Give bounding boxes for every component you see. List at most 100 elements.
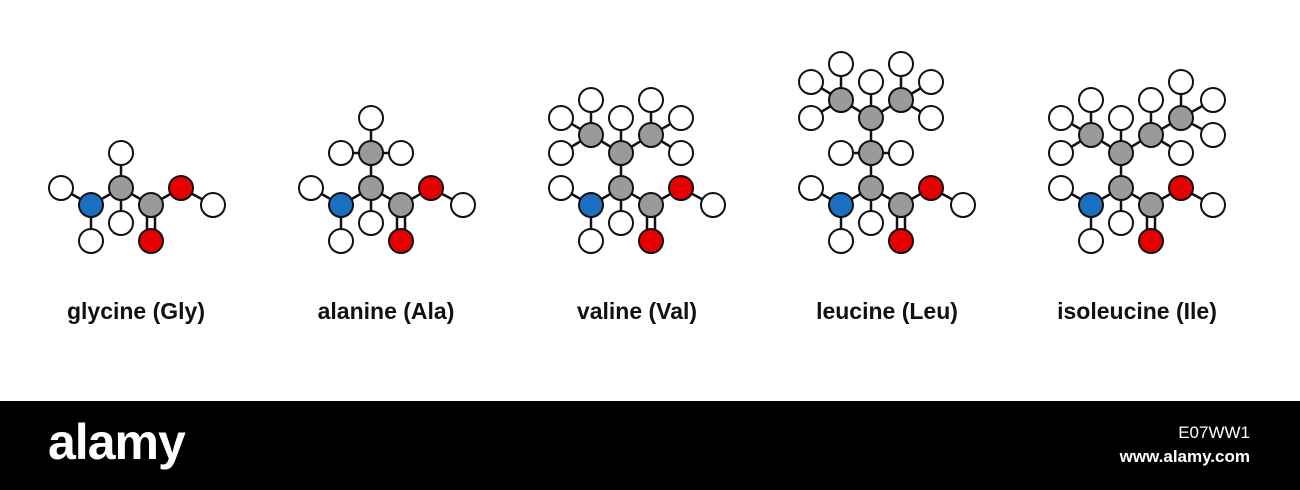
carbon-atom [638, 192, 664, 218]
carbon-atom [578, 122, 604, 148]
oxygen-atom [918, 175, 944, 201]
hydrogen-atom [668, 140, 694, 166]
label-valine: valine (Val) [576, 298, 698, 324]
diagram-canvas: glycine (Gly) alanine (Ala) valine (Val)… [48, 51, 1226, 324]
hydrogen-atom [828, 51, 854, 77]
label-isoleucine: isoleucine (Ile) [1057, 298, 1217, 324]
hydrogen-atom [1200, 122, 1226, 148]
hydrogen-atom [668, 105, 694, 131]
carbon-atom [828, 87, 854, 113]
hydrogen-atom [388, 140, 414, 166]
carbon-atom [388, 192, 414, 218]
carbon-atom [358, 140, 384, 166]
nitrogen-atom [828, 192, 854, 218]
hydrogen-atom [1048, 105, 1074, 131]
hydrogen-atom [798, 175, 824, 201]
hydrogen-atom [548, 140, 574, 166]
hydrogen-atom [1168, 140, 1194, 166]
hydrogen-atom [1200, 87, 1226, 113]
hydrogen-atom [950, 192, 976, 218]
hydrogen-atom [1138, 87, 1164, 113]
nitrogen-atom [1078, 192, 1104, 218]
oxygen-atom [388, 228, 414, 254]
carbon-atom [358, 175, 384, 201]
hydrogen-atom [1108, 105, 1134, 131]
oxygen-atom [888, 228, 914, 254]
hydrogen-atom [200, 192, 226, 218]
molecule-gly [48, 140, 226, 254]
carbon-atom [108, 175, 134, 201]
carbon-atom [1138, 192, 1164, 218]
hydrogen-atom [858, 69, 884, 95]
hydrogen-atom [578, 87, 604, 113]
nitrogen-atom [328, 192, 354, 218]
hydrogen-atom [1078, 87, 1104, 113]
molecule-val [548, 87, 726, 254]
label-glycine: glycine (Gly) [66, 298, 206, 324]
hydrogen-atom [1048, 175, 1074, 201]
hydrogen-atom [358, 105, 384, 131]
hydrogen-atom [828, 228, 854, 254]
hydrogen-atom [1108, 210, 1134, 236]
hydrogen-atom [798, 105, 824, 131]
hydrogen-atom [1200, 192, 1226, 218]
molecule-leu [798, 51, 976, 254]
hydrogen-atom [638, 87, 664, 113]
carbon-atom [858, 105, 884, 131]
oxygen-atom [668, 175, 694, 201]
carbon-atom [858, 140, 884, 166]
hydrogen-atom [108, 140, 134, 166]
carbon-atom [1078, 122, 1104, 148]
hydrogen-atom [48, 175, 74, 201]
hydrogen-atom [548, 175, 574, 201]
hydrogen-atom [548, 105, 574, 131]
oxygen-atom [1168, 175, 1194, 201]
oxygen-atom [138, 228, 164, 254]
molecule-diagrams [48, 51, 1226, 254]
molecule-ala [298, 105, 476, 254]
hydrogen-atom [918, 69, 944, 95]
hydrogen-atom [78, 228, 104, 254]
oxygen-atom [1138, 228, 1164, 254]
hydrogen-atom [358, 210, 384, 236]
hydrogen-atom [328, 140, 354, 166]
label-alanine: alanine (Ala) [317, 298, 455, 324]
hydrogen-atom [298, 175, 324, 201]
hydrogen-atom [608, 105, 634, 131]
oxygen-atom [418, 175, 444, 201]
nitrogen-atom [578, 192, 604, 218]
carbon-atom [1108, 175, 1134, 201]
carbon-atom [608, 140, 634, 166]
hydrogen-atom [888, 51, 914, 77]
hydrogen-atom [450, 192, 476, 218]
label-leucine: leucine (Leu) [816, 298, 958, 324]
hydrogen-atom [578, 228, 604, 254]
hydrogen-atom [328, 228, 354, 254]
hydrogen-atom [1048, 140, 1074, 166]
hydrogen-atom [1168, 69, 1194, 95]
carbon-atom [1138, 122, 1164, 148]
hydrogen-atom [700, 192, 726, 218]
stock-url: www.alamy.com [1119, 447, 1250, 466]
carbon-atom [638, 122, 664, 148]
carbon-atom [1108, 140, 1134, 166]
hydrogen-atom [858, 210, 884, 236]
carbon-atom [888, 192, 914, 218]
hydrogen-atom [798, 69, 824, 95]
hydrogen-atom [108, 210, 134, 236]
carbon-atom [1168, 105, 1194, 131]
oxygen-atom [168, 175, 194, 201]
stock-id: E07WW1 [1178, 423, 1250, 442]
carbon-atom [138, 192, 164, 218]
hydrogen-atom [1078, 228, 1104, 254]
carbon-atom [888, 87, 914, 113]
molecule-ile [1048, 69, 1226, 254]
hydrogen-atom [888, 140, 914, 166]
hydrogen-atom [828, 140, 854, 166]
nitrogen-atom [78, 192, 104, 218]
carbon-atom [858, 175, 884, 201]
carbon-atom [608, 175, 634, 201]
alamy-logo: alamy [48, 414, 186, 470]
oxygen-atom [638, 228, 664, 254]
hydrogen-atom [918, 105, 944, 131]
